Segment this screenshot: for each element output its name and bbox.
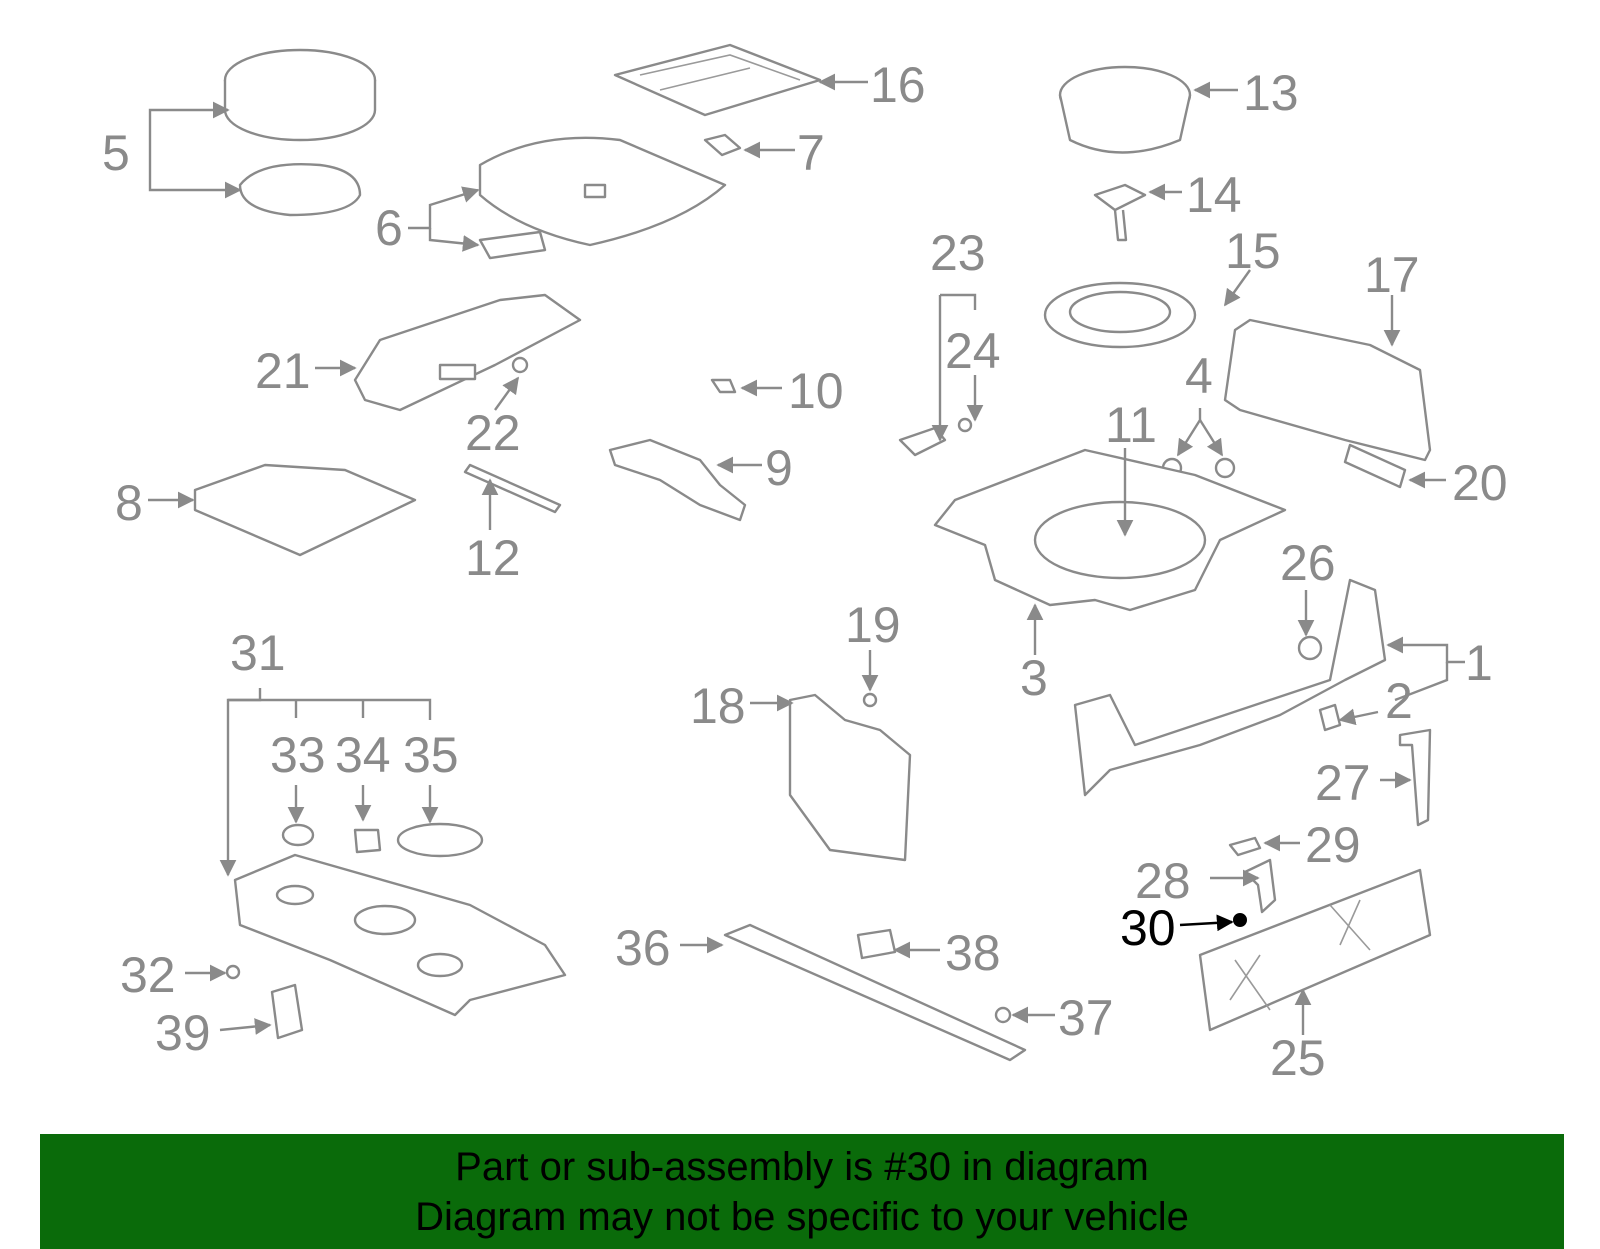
banner-line-2: Diagram may not be specific to your vehi… xyxy=(415,1195,1189,1239)
part-8-panel xyxy=(193,463,417,557)
callout-19: 19 xyxy=(845,597,901,653)
callout-27: 27 xyxy=(1315,755,1371,811)
part-4-bumper-b xyxy=(1214,457,1236,479)
part-36-sill-bar xyxy=(723,923,1027,1062)
callout-14: 14 xyxy=(1186,167,1242,223)
part-13-tire-well xyxy=(1058,65,1192,154)
callout-7: 7 xyxy=(797,125,825,181)
part-6-floor-panel xyxy=(478,136,727,260)
callout-35: 35 xyxy=(403,727,459,783)
part-34-bushing xyxy=(353,828,382,854)
callout-31: 31 xyxy=(230,625,286,681)
callout-6: 6 xyxy=(375,200,403,256)
part-7-clip xyxy=(703,133,742,157)
callout-21: 21 xyxy=(255,343,311,399)
callout-38: 38 xyxy=(945,925,1001,981)
callout-37: 37 xyxy=(1058,990,1114,1046)
leader-lines xyxy=(148,73,1465,1035)
part-14-hold-down xyxy=(1093,183,1147,242)
callout-33: 33 xyxy=(270,727,326,783)
part-16-mat xyxy=(613,43,822,117)
part-27-strap xyxy=(1398,728,1432,827)
callout-3: 3 xyxy=(1020,650,1048,706)
part-21-storage-tray xyxy=(353,293,582,412)
banner-line-1: Part or sub-assembly is #30 in diagram xyxy=(455,1145,1149,1189)
callout-26: 26 xyxy=(1280,535,1336,591)
part-5-spare-tire-cover xyxy=(223,48,377,217)
part-32-clip xyxy=(225,964,241,980)
part-28-hook xyxy=(1243,858,1277,914)
callout-22: 22 xyxy=(465,405,521,461)
callout-20: 20 xyxy=(1452,455,1508,511)
callout-15: 15 xyxy=(1225,223,1281,279)
callout-2: 2 xyxy=(1385,673,1413,729)
part-10-clip xyxy=(710,378,737,394)
part-22-clip xyxy=(511,356,529,374)
callout-13: 13 xyxy=(1243,65,1299,121)
part-38-lamp xyxy=(856,928,897,960)
part-35-speaker-grille xyxy=(396,822,484,858)
part-17-side-trim xyxy=(1223,318,1432,462)
part-25-cargo-net xyxy=(1198,868,1432,1032)
part-18-side-panel xyxy=(788,693,912,862)
callout-18: 18 xyxy=(690,678,746,734)
callout-28: 28 xyxy=(1135,853,1191,909)
callout-8: 8 xyxy=(115,475,143,531)
part-31-package-tray xyxy=(233,853,567,1017)
callout-25: 25 xyxy=(1270,1030,1326,1086)
part-1-sill-plate xyxy=(1073,578,1387,797)
callout-39: 39 xyxy=(155,1005,211,1061)
part-12-wrench xyxy=(463,463,562,514)
callout-36: 36 xyxy=(615,920,671,976)
callout-4: 4 xyxy=(1185,348,1213,404)
part-15-tire-ring xyxy=(1043,281,1197,349)
part-23-latch xyxy=(898,426,947,457)
part-2-clip xyxy=(1318,703,1342,732)
callout-34: 34 xyxy=(335,727,391,783)
callout-30: 30 xyxy=(1120,900,1176,956)
part-26-clip xyxy=(1297,635,1323,661)
callout-16: 16 xyxy=(870,57,926,113)
part-39-bracket xyxy=(270,983,304,1040)
callout-5: 5 xyxy=(102,125,130,181)
part-19-clip xyxy=(862,692,878,708)
callout-12: 12 xyxy=(465,530,521,586)
part-33-grommet xyxy=(281,823,315,847)
part-29-hook xyxy=(1228,836,1262,857)
callout-1: 1 xyxy=(1465,635,1493,691)
callout-17: 17 xyxy=(1364,247,1420,303)
callout-11: 11 xyxy=(1105,397,1157,453)
part-30-fastener xyxy=(1233,913,1247,927)
callout-32: 32 xyxy=(120,947,176,1003)
callout-29: 29 xyxy=(1305,817,1361,873)
callout-10: 10 xyxy=(788,363,844,419)
info-banner: Part or sub-assembly is #30 in diagram D… xyxy=(40,1134,1564,1249)
callout-23: 23 xyxy=(930,225,986,281)
part-20-bracket xyxy=(1343,443,1407,489)
callout-9: 9 xyxy=(765,440,793,496)
part-9-jack xyxy=(608,438,747,522)
callout-24: 24 xyxy=(945,323,1001,379)
part-37-clip xyxy=(994,1006,1012,1024)
part-24-clip xyxy=(957,417,973,433)
part-3-floor-pan xyxy=(933,448,1287,612)
